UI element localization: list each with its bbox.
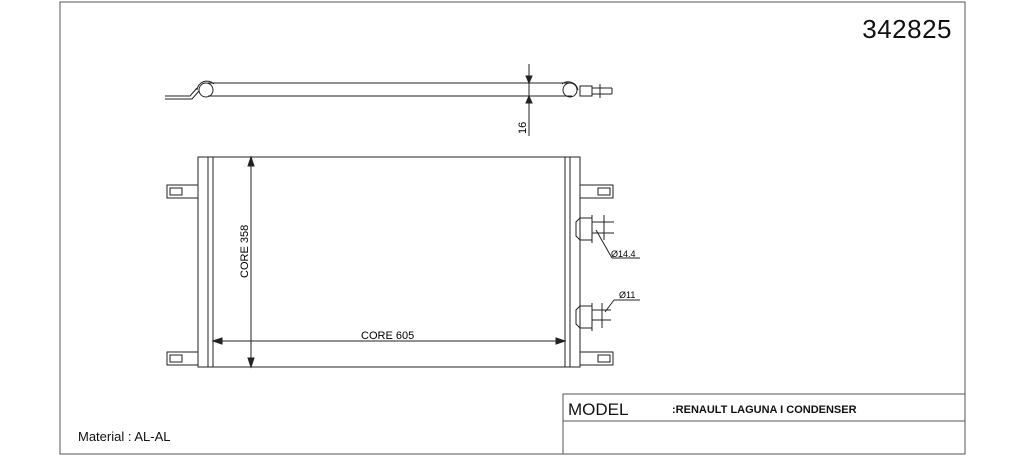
inlet-diameter-label: Ø14.4	[611, 249, 636, 259]
title-block-box	[562, 393, 966, 455]
right-bracket-bottom	[579, 351, 614, 366]
left-tank-circle	[198, 82, 214, 98]
top-view	[165, 64, 613, 136]
inlet-fitting	[575, 217, 593, 241]
model-label: MODEL	[568, 400, 629, 419]
core-width-label: CORE 605	[361, 330, 414, 342]
material-spec: Material : AL-AL	[78, 429, 171, 444]
right-tank	[569, 156, 581, 368]
core-height-label: CORE 358	[239, 225, 251, 278]
left-bracket-top	[166, 184, 199, 199]
thickness-label: 16	[517, 122, 529, 134]
right-tank-circle	[562, 82, 578, 98]
model-value: :RENAULT LAGUNA I CONDENSER	[672, 404, 857, 416]
outlet-diameter-label: Ø11	[619, 290, 635, 300]
front-view	[166, 155, 640, 369]
sheet-border	[59, 1, 966, 455]
right-bracket-top	[579, 184, 614, 199]
outlet-fitting	[575, 305, 593, 329]
left-tank	[197, 156, 209, 368]
left-bracket-bottom	[166, 351, 199, 366]
part-number: 342825	[862, 14, 952, 44]
